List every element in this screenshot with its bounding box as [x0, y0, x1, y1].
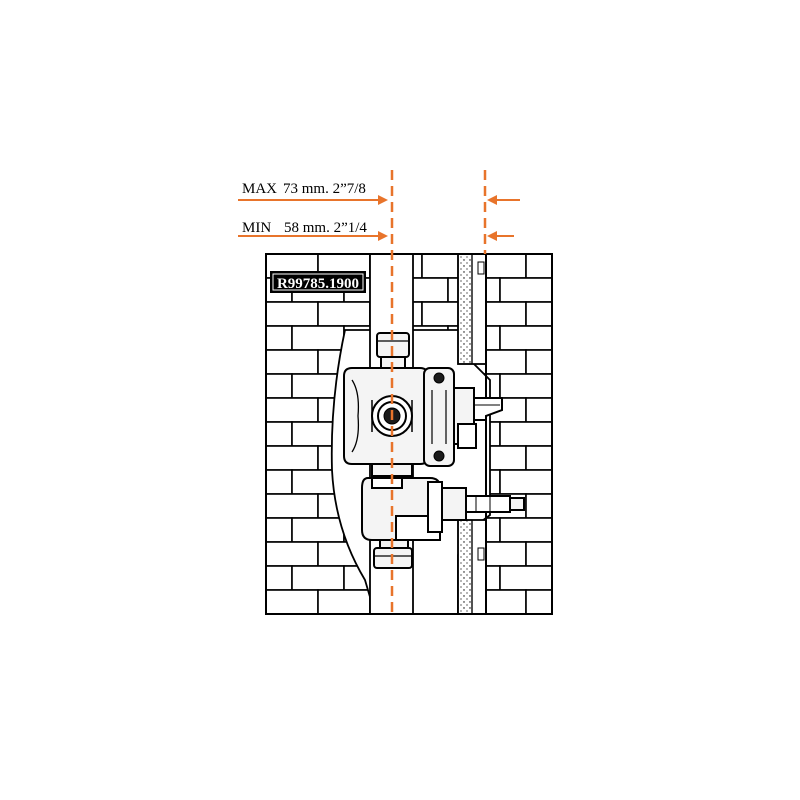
brick	[317, 301, 371, 327]
brick	[499, 325, 552, 351]
brick	[499, 469, 552, 495]
brick	[525, 349, 552, 375]
brick	[525, 301, 552, 327]
wall-frame	[265, 253, 553, 615]
brick	[317, 589, 371, 614]
diverter-spindle	[465, 495, 511, 513]
brick	[525, 254, 552, 279]
min-arrow-head	[378, 231, 388, 241]
brick	[291, 325, 345, 351]
min-arrow-head-right	[487, 231, 497, 241]
brick	[266, 541, 319, 567]
brick	[525, 589, 552, 614]
brick	[525, 493, 552, 519]
finish-wall	[457, 253, 487, 615]
brick	[525, 397, 552, 423]
brick	[499, 373, 552, 399]
product-code-label: R99785.1900	[270, 271, 366, 293]
brick	[525, 445, 552, 471]
max-arrow-head-right	[487, 195, 497, 205]
brick	[266, 493, 319, 519]
brick	[291, 565, 345, 591]
brick	[266, 445, 319, 471]
brick	[499, 277, 552, 303]
brick	[499, 517, 552, 543]
max-value: 73 mm. 2”7/8	[283, 181, 366, 197]
brick	[266, 349, 319, 375]
brick	[266, 301, 319, 327]
handle-stem	[473, 397, 503, 421]
min-value: 58 mm. 2”1/4	[284, 220, 367, 236]
max-arrow-head	[378, 195, 388, 205]
max-label: MAX	[242, 181, 277, 197]
brick	[499, 421, 552, 447]
brick	[266, 589, 319, 614]
dimension-guides: MAX 73 mm. 2”7/8 MIN 58 mm. 2”1/4	[238, 170, 520, 614]
valve-assembly	[343, 332, 525, 569]
min-label: MIN	[242, 220, 271, 236]
brick	[291, 517, 345, 543]
brick	[525, 541, 552, 567]
product-code-text: R99785.1900	[277, 276, 359, 292]
brick	[266, 397, 319, 423]
brick	[499, 565, 552, 591]
